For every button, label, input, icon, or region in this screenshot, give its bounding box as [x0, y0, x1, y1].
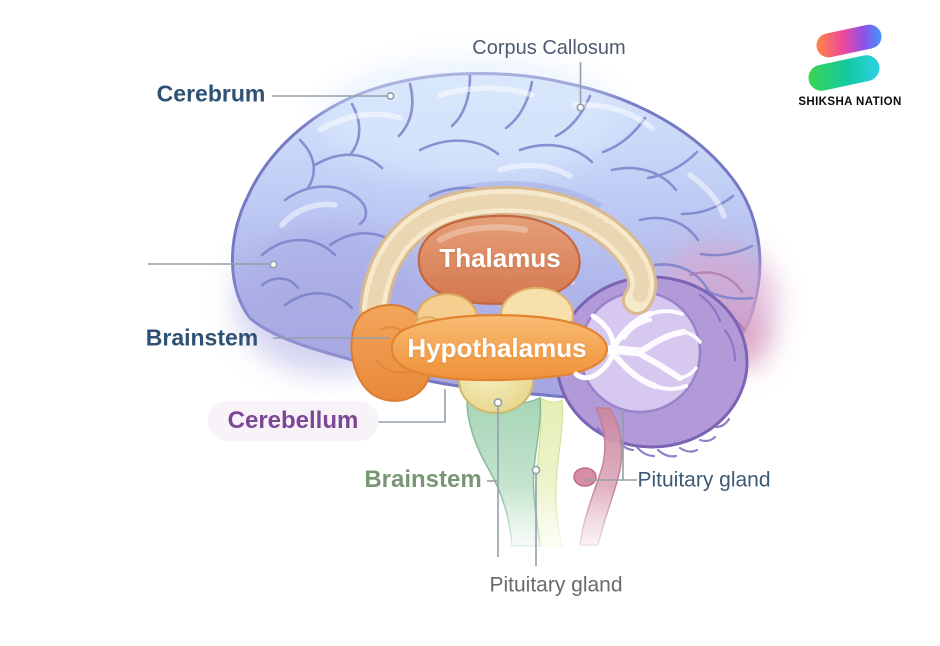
label-cerebrum: Cerebrum — [156, 80, 266, 107]
label-pituitary-gland-bottom: Pituitary gland — [489, 573, 623, 597]
label-brainstem-lower: Brainstem — [364, 466, 482, 493]
hypothalamus-shape — [390, 313, 616, 382]
leader-pituitary-right — [584, 408, 637, 481]
label-cerebellum: Cerebellum — [207, 401, 379, 441]
corpus-callosum-shape — [359, 185, 658, 323]
thalamus-shape — [417, 214, 581, 305]
label-pituitary-gland-right: Pituitary gland — [637, 468, 771, 492]
label-corpus-callosum: Corpus Callosum — [472, 37, 626, 59]
logo-brand-name: SHIKSHA NATION — [798, 96, 902, 108]
leader-cerebellum — [371, 389, 446, 423]
logo-top-swoosh-icon — [814, 22, 884, 60]
stem-fade — [430, 488, 660, 578]
pituitary-shape — [573, 467, 597, 487]
label-brainstem-upper: Brainstem — [145, 324, 259, 351]
label-hypothalamus: Hypothalamus — [407, 333, 587, 363]
cerebrum-highlights — [279, 85, 727, 285]
label-thalamus: Thalamus — [439, 243, 561, 273]
leader-lines — [148, 62, 637, 566]
logo-bottom-swoosh-icon — [806, 52, 882, 94]
shiksha-nation-logo: SHIKSHA NATION — [780, 20, 920, 115]
